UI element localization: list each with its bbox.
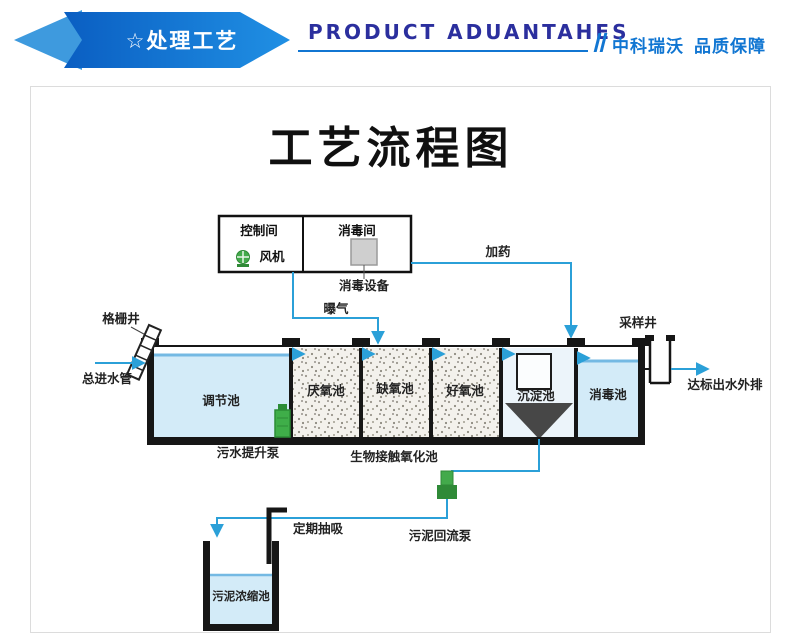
diagram-title: 工艺流程图 xyxy=(269,123,514,174)
inlet: 总进水管 xyxy=(82,356,146,386)
sampling-well-label: 采样井 xyxy=(618,315,657,330)
sludge-return-piping: 污泥回流泵 xyxy=(210,439,540,543)
sludge-return-pump-label: 污泥回流泵 xyxy=(409,528,472,543)
header-ribbon: ☆处理工艺 xyxy=(14,10,290,70)
tank-walls xyxy=(141,338,650,445)
sampling-well: 采样井 xyxy=(618,315,675,385)
ribbon-label: ☆处理工艺 xyxy=(126,29,239,53)
process-flow-diagram: 工艺流程图 控制间 风机 消毒间 消毒设备 加药 xyxy=(82,123,763,631)
flow-arrows xyxy=(291,347,591,365)
aeration-pipe: 曝气 xyxy=(292,272,385,345)
disinfection-room-label: 消毒间 xyxy=(338,223,376,238)
brand-slogan: 品质保障 xyxy=(694,37,766,57)
disinfection-tank-label: 消毒池 xyxy=(589,387,627,402)
control-building: 控制间 风机 消毒间 消毒设备 xyxy=(217,214,413,293)
sedimentation-tank-label: 沉淀池 xyxy=(517,388,555,403)
suction-pipe: 定期抽吸 xyxy=(266,507,344,564)
header: ☆处理工艺 PRODUCT ADUANTAHES 中科瑞沃 品质保障 xyxy=(0,0,804,84)
center-well xyxy=(516,353,552,390)
diagram-panel: 工艺流程图 控制间 风机 消毒间 消毒设备 加药 xyxy=(30,86,771,633)
disinfection-water xyxy=(578,360,638,437)
lift-pump-label: 污水提升泵 xyxy=(217,445,280,460)
disinfection-equipment-icon xyxy=(350,238,378,266)
sludge-thickening-tank-label: 污泥浓缩池 xyxy=(212,589,270,603)
aerobic-tank-label: 好氧池 xyxy=(445,383,484,398)
sedimentation-hopper xyxy=(505,403,573,439)
control-room-label: 控制间 xyxy=(240,223,278,238)
main-inlet-label: 总进水管 xyxy=(82,371,132,386)
brand-name: 中科瑞沃 xyxy=(612,37,684,57)
disinfection-equipment-label: 消毒设备 xyxy=(339,278,390,293)
bio-contact-tank-label: 生物接触氧化池 xyxy=(350,449,438,464)
regulation-tank-label: 调节池 xyxy=(202,393,240,408)
regulation-water xyxy=(154,354,289,437)
outlet-label: 达标出水外排 xyxy=(687,377,763,392)
sludge-thickening-tank: 污泥浓缩池 xyxy=(203,541,279,631)
aeration-label: 曝气 xyxy=(323,301,349,316)
fan-icon xyxy=(236,250,250,267)
sludge-return-pump-icon xyxy=(437,470,457,499)
tank-fills xyxy=(154,348,638,439)
ribbon-banner-shape xyxy=(64,12,290,68)
anoxic-tank-label: 缺氧池 xyxy=(376,381,414,396)
fan-label: 风机 xyxy=(259,249,285,264)
outlet: 达标出水外排 xyxy=(671,362,763,392)
dosing-label: 加药 xyxy=(484,244,511,259)
lift-pump-icon xyxy=(274,404,291,438)
dosing-pipe: 加药 xyxy=(411,244,578,339)
ribbon-back-arrow xyxy=(14,10,82,70)
periodic-suction-label: 定期抽吸 xyxy=(292,521,344,536)
product-advantages-text: PRODUCT ADUANTAHES xyxy=(308,20,630,44)
thickening-water xyxy=(210,574,272,624)
anaerobic-tank-label: 厌氧池 xyxy=(307,383,345,398)
grid-well-label: 格栅井 xyxy=(102,311,140,326)
header-divider-line xyxy=(298,50,588,52)
